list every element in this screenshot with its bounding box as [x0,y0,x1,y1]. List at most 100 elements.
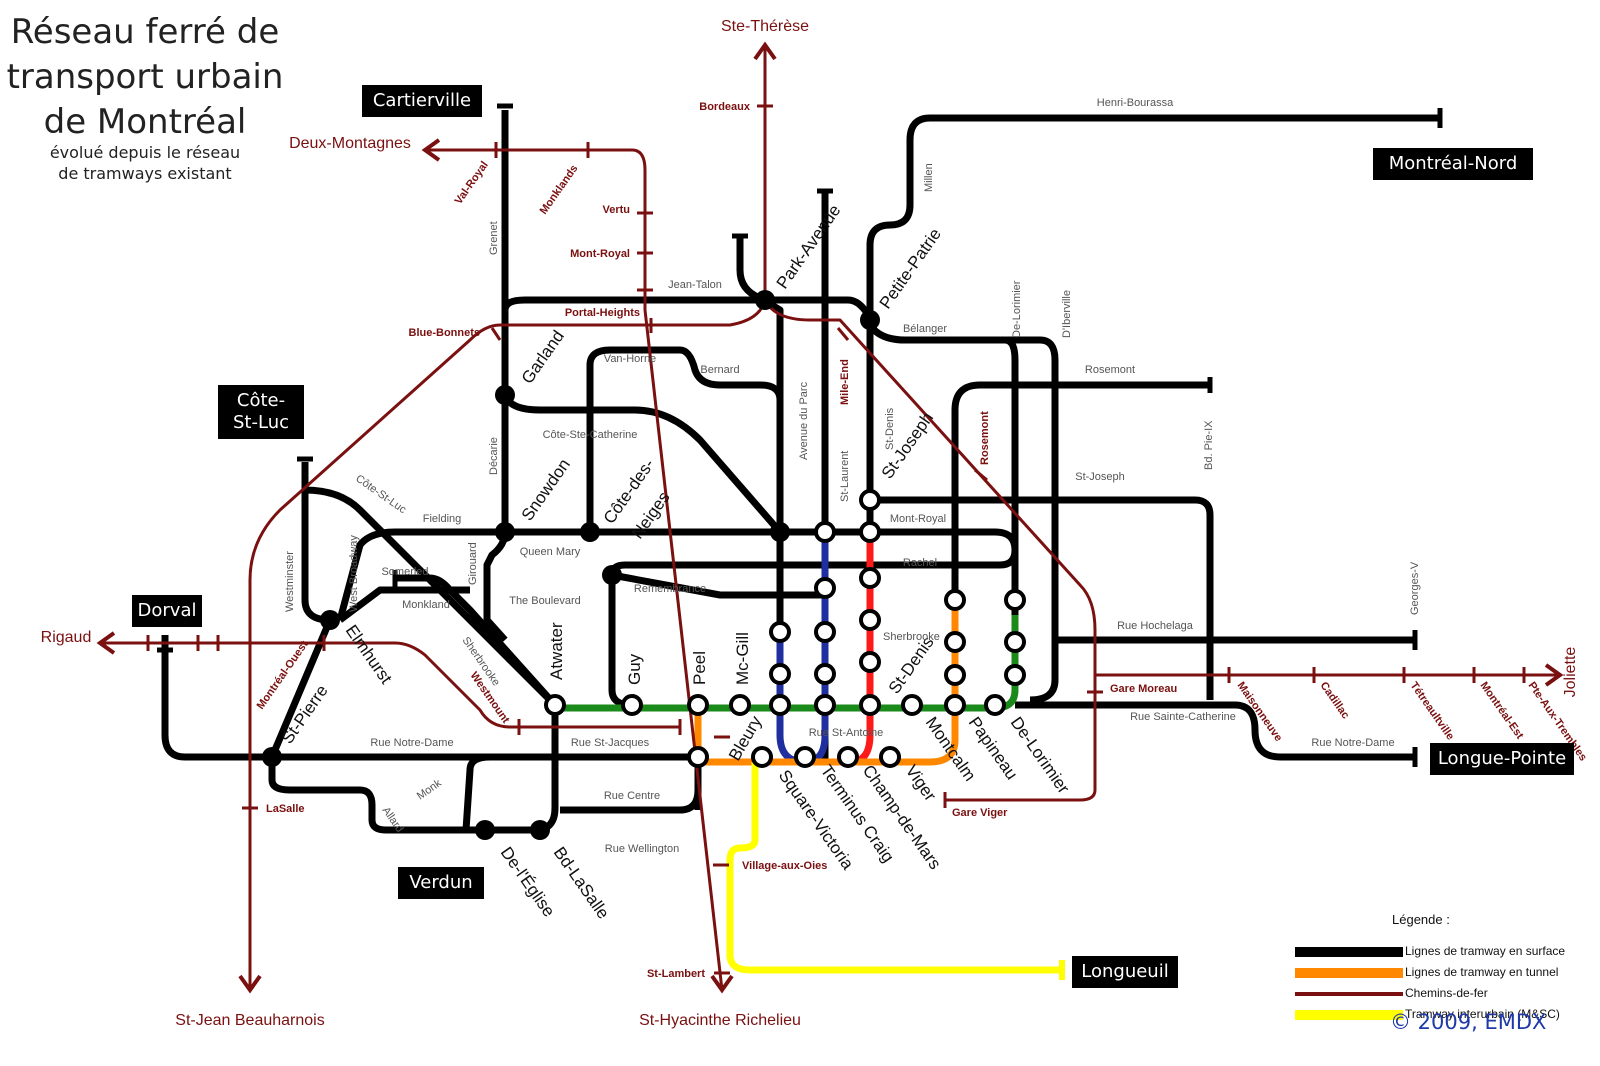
rail-blue-bonnets [248,299,767,990]
station-rachel [859,567,881,589]
street-henri-bourassa: Henri-Bourassa [1097,97,1174,109]
label-val-royal: Val-Royal [453,159,491,206]
street-rue-ste-catherine: Rue Sainte-Catherine [1130,711,1236,723]
station-montcalm-2 [944,631,966,653]
station-papineau-3 [1004,664,1026,686]
street-mont-royal: Mont-Royal [890,513,946,525]
district-longueuil: Longueuil [1072,956,1178,988]
street-van-horne: Van-Horne [604,353,656,365]
subtitle-line-2: de tramways existant [58,164,232,183]
street-avenue-du-parc: Avenue du Parc [798,381,810,460]
station-parc-ste-catherine [769,694,791,716]
street-belanger: Bélanger [903,323,947,335]
street-jean-talon: Jean-Talon [668,279,722,291]
legend-item-tunnel: Lignes de tramway en tunnel [1295,964,1595,982]
label-rigaud: Rigaud [41,629,92,646]
street-monkland: Monkland [402,599,450,611]
street-millen: Millen [923,163,935,192]
label-gare-moreau: Gare Moreau [1110,683,1177,695]
arrow-joliette [1544,663,1564,687]
legend-item-rail: Chemins-de-fer [1295,985,1595,1003]
street-west-broadway: West Broadway [348,535,360,612]
label-st-lambert: St-Lambert [647,968,705,980]
tunnel-green-delorimier [994,615,1019,712]
street-sherbrooke-east: Sherbrooke [883,631,940,643]
station-st-pierre [262,747,282,767]
tick-mile-end [836,327,850,341]
tram-line-west-broadway [336,528,505,621]
label-de-leglise: De-l'Église [497,843,559,920]
station-parc-2 [769,621,791,643]
label-peel: Peel [690,651,709,685]
district-montreal-nord: Montréal-Nord [1373,148,1533,180]
street-the-boulevard: The Boulevard [509,595,581,607]
street-rosemont: Rosemont [1085,364,1135,376]
street-monk: Monk [415,777,444,803]
label-petite-patrie: Petite-Patrie [876,225,945,313]
tram-line-decarie [483,110,509,643]
street-somerled: Somerled [381,566,428,578]
label-monklands: Monklands [538,163,581,217]
station-st-denis-2 [859,609,881,631]
title-line-2: transport urbain [6,57,284,97]
station-parc-queen-mary [770,522,790,542]
label-st-jean: St-Jean Beauharnois [175,1012,324,1029]
station-elmhurst [320,610,340,630]
street-bernard: Bernard [700,364,739,376]
station-garland [495,385,515,405]
legend-swatch [1295,968,1403,978]
arrow-rigaud [96,631,116,655]
street-rachel: Rachel [903,557,937,569]
district-dorval: Dorval [132,595,202,627]
label-de-lorimier: De-Lorimier [1007,713,1074,797]
street-decarie: Décarie [488,437,500,475]
label-viger: Viger [902,761,940,804]
station-bleury-peel [687,746,709,768]
label-mcgill: Mc-Gill [733,632,752,685]
label-cadillac: Cadillac [1318,680,1352,721]
station-st-joseph [859,489,881,511]
station-montcalm-1 [944,589,966,611]
station-st-laurent-ste-catherine [814,694,836,716]
label-blue-bonnets: Blue-Bonnets [409,327,481,339]
street-rue-wellington: Rue Wellington [605,843,679,855]
station-st-laurent-mont-royal [814,521,836,543]
legend-item-surface: Lignes de tramway en surface [1295,943,1595,961]
street-rue-notre-dame-east: Rue Notre-Dame [1311,737,1394,749]
station-petite-patrie [860,310,880,330]
label-bordeaux: Bordeaux [699,101,751,113]
label-st-pierre: St-Pierre [278,681,332,747]
label-gare-viger: Gare Viger [952,807,1008,819]
title-line-1: Réseau ferré de [10,12,280,52]
legend-swatch [1295,992,1403,996]
station-park-avenue [755,290,775,310]
station-st-laurent-3 [814,621,836,643]
label-montreal-est: Montréal-Est [1478,680,1526,742]
legend-swatch [1295,947,1403,957]
label-park-avenue: Park-Avenue [773,201,845,292]
street-girouard: Girouard [467,542,479,585]
district-verdun: Verdun [398,867,484,899]
station-terminus-craig [837,746,859,768]
station-remembrance [602,565,622,585]
station-papineau [944,694,966,716]
street-queen-mary: Queen Mary [520,546,581,558]
district-cartierville: Cartierville [362,85,482,117]
station-montcalm-3 [944,664,966,686]
label-rosemont: Rosemont [979,411,991,465]
district-longue-pointe: Longue-Pointe [1430,743,1574,775]
station-cote-des-neiges [580,522,600,542]
tick-rosemont [974,468,988,482]
station-champ-de-mars [879,746,901,768]
station-de-lorimier [984,694,1006,716]
label-tetreaultville: Tétreaultville [1408,680,1457,742]
arrow-ste-therese [753,41,777,61]
station-st-denis-ste-catherine [859,694,881,716]
street-rue-centre: Rue Centre [604,790,660,802]
tram-line-cote-st-luc [304,486,558,708]
label-joliette: Joliette [1562,647,1579,698]
station-st-denis-mont-royal [859,521,881,543]
street-rue-hochelaga: Rue Hochelaga [1117,620,1194,632]
tram-line-rue-centre [560,757,702,814]
